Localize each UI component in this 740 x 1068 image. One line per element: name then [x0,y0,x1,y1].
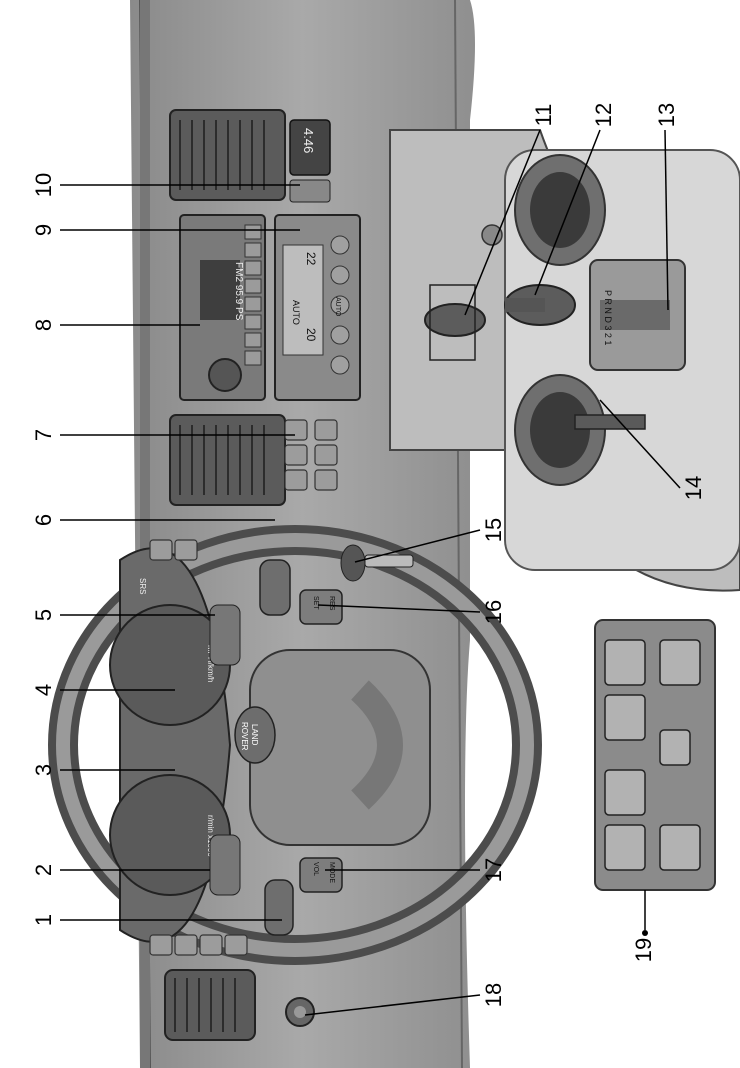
callout-number-16: 16 [481,600,506,624]
tacho-unit: r/min x1000 [206,815,215,857]
callout-lines [60,129,681,1016]
cruise-set: SET [312,596,319,610]
callout-number-3: 3 [31,764,56,776]
callout-number-19: 19 [631,938,656,962]
remote-mode: MODE [328,862,335,883]
ignition-switch [340,544,366,582]
callout-number-9: 9 [31,224,56,236]
audio-remote-switches [299,857,343,893]
ignition-key [364,554,414,568]
speedo-unit: MPH/km/h [206,645,215,682]
callout-number-10: 10 [31,173,56,197]
callout-number-15: 15 [481,518,506,542]
callout-number-11: 11 [531,104,556,127]
seat-heater-switch-panel [594,619,716,891]
callout-number-13: 13 [654,103,679,127]
callout-number-14: 14 [681,476,706,500]
callout-number-4: 4 [31,684,56,696]
steering-wheel-hub [249,649,431,846]
climate-temp-left: 20 [304,328,318,342]
wiper-stalk [259,559,291,616]
cruise-res: RES [328,596,335,611]
radio-display: FM2 95.9 PS [233,262,244,321]
callout-number-5: 5 [31,609,56,621]
volume-knob [208,358,242,392]
cruise-control-switches [299,589,343,625]
climate-auto-indicator: AUTO [291,300,301,325]
callout-number-17: 17 [481,858,506,882]
clock-display: 4:46 [301,128,316,153]
lighting-stalk [264,879,294,936]
dashboard-body: P R N D 3 2 1 4:46 FM2 95.9 PS [48,0,740,1068]
callout-number-7: 7 [31,429,56,441]
climate-temp-right: 22 [304,252,318,266]
callout-number-18: 18 [481,983,506,1007]
callout-number-2: 2 [31,864,56,876]
callout-number-12: 12 [591,103,616,127]
gear-letters: P R N D 3 2 1 [603,290,613,345]
badge-line-2: ROVER [240,722,249,751]
badge-line-1: LAND [250,724,259,746]
land-rover-badge [234,706,276,764]
srs-warning-lamp: SRS [138,578,147,594]
callout-number-8: 8 [31,319,56,331]
climate-auto-button: AUTO [334,297,341,317]
handbrake-lever [574,414,646,430]
remote-vol: VOL [312,862,319,876]
callout-number-6: 6 [31,514,56,526]
transfer-lever [424,303,486,337]
callout-number-1: 1 [31,914,56,926]
